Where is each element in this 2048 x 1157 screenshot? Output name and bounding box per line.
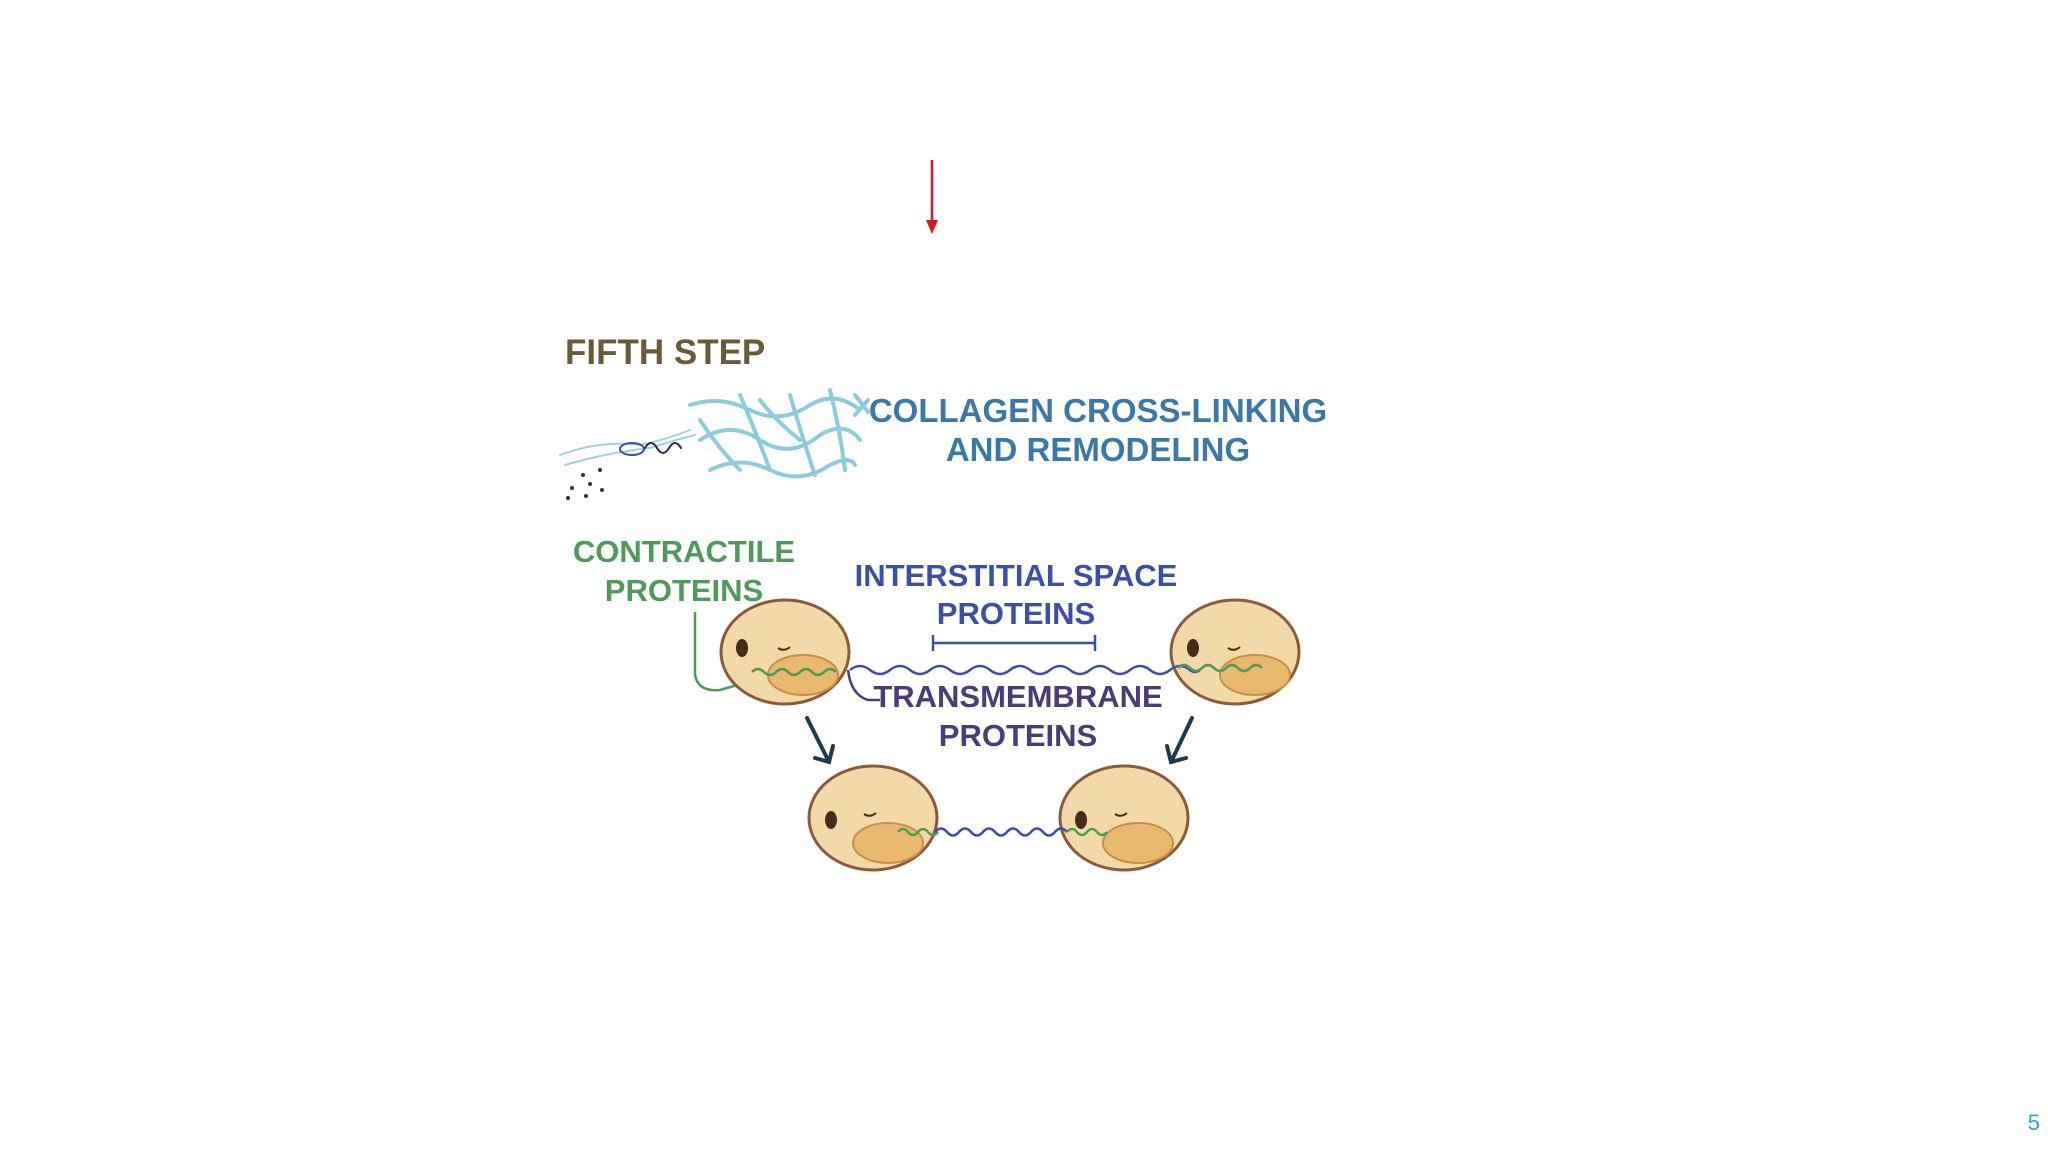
interstitial-protein-wave-top <box>849 664 1201 676</box>
interstitial-bracket <box>931 635 1097 651</box>
interstitial-label-line2: PROTEINS <box>937 596 1095 631</box>
contractile-protein-wave-right <box>1177 663 1263 673</box>
dark-arrow-icon-right <box>1165 716 1194 765</box>
cell-bottom-right <box>1058 764 1190 872</box>
cell-top-right <box>1169 598 1301 706</box>
collagen-label-line2: AND REMODELING <box>946 431 1250 468</box>
transmembrane-pointer <box>846 669 880 702</box>
dark-arrow-icon-left <box>805 716 835 765</box>
contractile-protein-wave-left <box>751 667 837 677</box>
secretion-dots <box>566 468 604 500</box>
collagen-illustration <box>559 388 870 479</box>
interstitial-protein-wave-bottom <box>934 827 1068 837</box>
cell-top-left <box>719 598 851 706</box>
contractile-protein-wave-bottom-right <box>1066 827 1108 837</box>
transmembrane-label-line2: PROTEINS <box>939 718 1097 753</box>
collagen-label-line1: COLLAGEN CROSS-LINKING <box>869 392 1327 429</box>
cell-bottom-left <box>807 764 939 872</box>
transmembrane-label-line1: TRANSMEMBRANE <box>873 679 1162 714</box>
contractile-protein-wave-bottom-left <box>897 827 939 837</box>
step-title: FIFTH STEP <box>565 333 765 372</box>
slide-number: 5 <box>2027 1110 2040 1135</box>
red-down-arrow-icon <box>926 160 938 234</box>
contractile-pointer <box>693 612 756 692</box>
contractile-label-line2: PROTEINS <box>605 573 763 608</box>
contractile-label-line1: CONTRACTILE <box>573 534 795 569</box>
interstitial-label-line1: INTERSTITIAL SPACE <box>855 558 1178 593</box>
